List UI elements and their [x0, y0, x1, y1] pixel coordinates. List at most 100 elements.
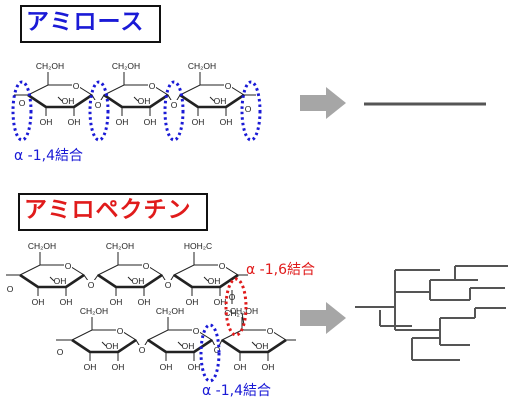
amylopectin-alpha-1-6-label: α -1,6結合 — [246, 262, 315, 278]
oh-bond — [127, 276, 133, 282]
oh-label: OH — [182, 341, 195, 351]
oh-label: OH — [112, 362, 125, 372]
ring-oxygen: O — [219, 261, 226, 271]
oh-label: OH — [186, 297, 199, 307]
oh-label: OH — [160, 362, 173, 372]
ch2oh-label: CH₂OH — [112, 61, 140, 71]
ring-outline — [27, 84, 93, 108]
oh-bond — [101, 341, 107, 347]
oh-bond — [177, 341, 183, 347]
ring-outline — [221, 329, 287, 353]
ring-oxygen: O — [149, 81, 156, 91]
oh-label: OH — [220, 117, 233, 127]
alpha-1-6-bond-marker — [224, 277, 248, 337]
ch2oh-label: CH₂OH — [156, 306, 184, 316]
amylose-title-box — [20, 5, 161, 43]
linker-oxygen: O — [171, 100, 178, 110]
oh-label: OH — [84, 362, 97, 372]
oh-label: OH — [214, 297, 227, 307]
ring-oxygen: O — [193, 326, 200, 336]
amylopectin-title-box — [18, 193, 208, 231]
ring-front-edge — [221, 338, 287, 354]
oh-bond — [203, 276, 209, 282]
branch-link: O CH₂ — [224, 290, 245, 326]
oh-label: OH — [256, 341, 269, 351]
oh-label: OH — [116, 117, 129, 127]
chain-end-oxygen: O — [57, 347, 64, 357]
oh-label: OH — [110, 297, 123, 307]
ring-front-edge — [19, 273, 85, 289]
ch2oh-label: CH₂OH — [106, 241, 134, 251]
ring-front-edge — [103, 93, 169, 109]
oh-label: OH — [144, 117, 157, 127]
glucose-unit: O CH₂OH OH OH OH — [147, 306, 213, 372]
oh-label: OH — [60, 297, 73, 307]
amylopectin-title: アミロペクチン — [24, 197, 192, 223]
linker-oxygen: O — [88, 280, 95, 290]
oh-bond — [57, 96, 63, 102]
oh-label: OH — [138, 297, 151, 307]
glycosidic-link: O — [83, 274, 99, 290]
glycosidic-link: O — [211, 339, 223, 355]
ch2oh-label: CH₂OH — [28, 241, 56, 251]
ring-outline — [179, 84, 245, 108]
glycosidic-link: O — [161, 274, 175, 290]
ch2oh-label: CH₂OH — [80, 306, 108, 316]
ring-front-edge — [97, 273, 163, 289]
products — [355, 102, 508, 361]
alpha-1-4-bond-marker — [199, 323, 221, 383]
oh-label: OH — [188, 362, 201, 372]
branch-oxygen: O — [229, 292, 236, 302]
glycosidic-link: O — [167, 94, 181, 110]
ring-front-edge — [147, 338, 213, 354]
oh-bond — [251, 341, 257, 347]
linker-oxygen: O — [139, 345, 146, 355]
chain-end-oxygen: O — [7, 284, 14, 294]
oh-label: OH — [54, 276, 67, 286]
chain-end-oxygen: O — [245, 104, 252, 114]
ch2oh-label: CH₂OH — [36, 61, 64, 71]
ring-oxygen: O — [73, 81, 80, 91]
ch2oh-label: CH₂OH — [188, 61, 216, 71]
ring-outline — [71, 329, 137, 353]
ring-outline — [97, 264, 163, 288]
oh-label: OH — [234, 362, 247, 372]
ring-oxygen: O — [19, 98, 26, 108]
glycosidic-link: O — [91, 94, 105, 110]
amylose-title: アミロース — [26, 9, 145, 35]
ch2oh-label: CH₂OH — [230, 306, 258, 316]
oh-label: OH — [192, 117, 205, 127]
glycosidic-link: O — [135, 339, 149, 355]
arrows — [300, 87, 346, 334]
oh-label: OH — [132, 276, 145, 286]
ring-front-edge — [27, 93, 93, 109]
ring-front-edge — [71, 338, 137, 354]
branch-ch2: CH₂ — [224, 308, 240, 318]
right-arrow-icon — [300, 302, 346, 334]
linker-oxygen: O — [214, 345, 221, 355]
oh-label: OH — [32, 297, 45, 307]
ring-outline — [19, 264, 85, 288]
hoh2c-label: HOH₂C — [184, 241, 212, 251]
ring-outline — [173, 264, 239, 288]
linker-oxygen: O — [95, 100, 102, 110]
bond-highlights — [11, 80, 262, 383]
ring-oxygen: O — [267, 326, 274, 336]
oh-bond — [49, 276, 55, 282]
oh-label: OH — [106, 341, 119, 351]
oh-label: OH — [62, 96, 75, 106]
alpha-1-4-bond-marker — [240, 80, 262, 142]
alpha-1-4-bond-marker — [163, 80, 185, 142]
oh-bond — [209, 96, 215, 102]
oh-label: OH — [262, 362, 275, 372]
alpha-1-4-bond-marker — [11, 80, 33, 142]
amylopectin-alpha-1-4-label: α -1,4結合 — [202, 383, 271, 399]
